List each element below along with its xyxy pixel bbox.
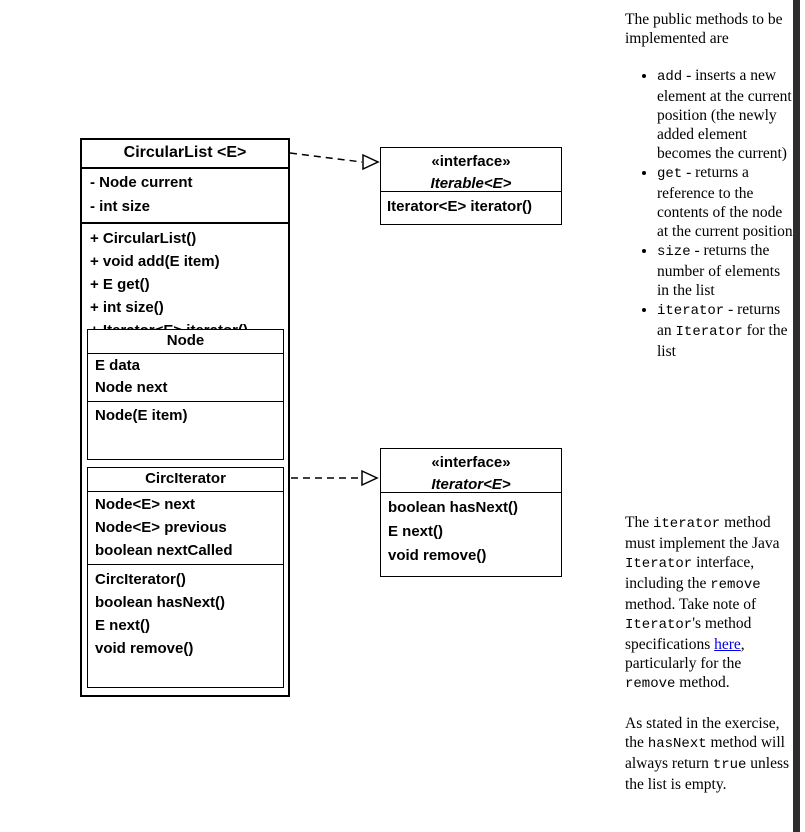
text-run: method will always return <box>625 734 785 772</box>
uml-member: Node(E item) <box>95 407 188 424</box>
uml-member: Node<E> next <box>95 496 196 513</box>
iterator-header: «interface» Iterator<E> <box>381 449 561 493</box>
code-term: Iterator <box>625 556 693 572</box>
code-term: true <box>712 757 747 773</box>
arrow-circiterator-to-iterator <box>291 469 379 487</box>
text-run: interface, including the <box>625 554 755 592</box>
iterable-stereotype: «interface» <box>431 153 511 170</box>
node-methods: Node(E item) <box>88 402 283 427</box>
text-run: As stated in the exercise, the <box>625 715 780 751</box>
text-run: - returns a reference to the contents of… <box>657 164 793 240</box>
uml-member: + void add(E item) <box>90 253 220 270</box>
text-run: , particularly for the <box>625 636 745 672</box>
circularlist-methods: + CircularList() + void add(E item) + E ge… <box>82 224 288 342</box>
uml-member: Node<E> previous <box>95 519 227 536</box>
interface-box-iterator: «interface» Iterator<E> boolean hasNext(… <box>380 448 562 577</box>
uml-member: + E get() <box>90 276 150 293</box>
class-title-circularlist: CircularList <E> <box>82 140 288 169</box>
uml-member: - Node current <box>90 174 193 191</box>
text-run: method must implement the Java <box>625 514 780 552</box>
uml-member: E data <box>95 357 141 374</box>
circiterator-methods: CircIterator() boolean hasNext() E next() v… <box>88 565 283 660</box>
code-term: hasNext <box>647 736 707 752</box>
uml-member: boolean hasNext() <box>388 499 519 516</box>
iterator-name: Iterator<E> <box>431 476 511 493</box>
code-term: Iterator <box>625 617 693 633</box>
uml-member: void remove() <box>95 640 194 657</box>
uml-member: E next() <box>388 523 444 540</box>
iterable-methods: Iterator<E> iterator() <box>381 192 561 219</box>
text-run: unless the list is empty. <box>625 755 790 793</box>
code-term: add <box>657 69 683 85</box>
class-title-circiterator: CircIterator <box>88 468 283 492</box>
code-term: size <box>657 244 691 260</box>
method-bullet-list: add - inserts a new element at the curre… <box>625 66 795 361</box>
code-term: remove <box>625 676 676 692</box>
code-term: iterator <box>652 516 721 532</box>
bullet-size: size - returns the number of elements in… <box>657 241 795 300</box>
uml-member: Iterator<E> iterator() <box>387 198 533 215</box>
uml-member: boolean hasNext() <box>95 594 226 611</box>
text-run: - inserts a new element at the current p… <box>657 67 792 162</box>
circularlist-fields: - Node current - int size <box>82 169 288 224</box>
uml-member: + CircularList() <box>90 230 197 247</box>
uml-member: E next() <box>95 617 151 634</box>
bullet-add: add - inserts a new element at the curre… <box>657 66 795 163</box>
iterator-methods: boolean hasNext() E next() void remove() <box>381 493 561 568</box>
uml-member: CircIterator() <box>95 571 186 588</box>
uml-member: - int size <box>90 198 151 215</box>
hasnext-paragraph: As stated in the exercise, the hasNext m… <box>625 714 795 794</box>
text-run: for the list <box>657 322 788 360</box>
code-term: get <box>657 166 683 182</box>
iterable-header: «interface» Iterable<E> <box>381 148 561 192</box>
text-run: method. Take note of <box>625 596 757 613</box>
text-run: - returns the number of elements in the … <box>657 242 781 299</box>
sidebar-intro-block: The public methods to be implemented are… <box>625 10 795 361</box>
iterator-stereotype: «interface» <box>431 454 511 471</box>
text-run: - returns an <box>657 301 781 339</box>
intro-paragraph: The public methods to be implemented are <box>625 11 783 47</box>
code-term: remove <box>710 577 761 593</box>
uml-member: Node next <box>95 379 168 396</box>
sidebar-text: The public methods to be implemented are… <box>625 0 795 832</box>
bullet-get: get - returns a reference to the content… <box>657 163 795 241</box>
iterator-paragraph: The iterator method must implement the J… <box>625 513 795 694</box>
iterable-name: Iterable<E> <box>430 175 512 192</box>
arrow-circularlist-to-iterable <box>289 152 380 171</box>
uml-member: boolean nextCalled <box>95 542 233 559</box>
text-run: The <box>625 514 653 531</box>
code-term: Iterator <box>675 324 743 340</box>
here-link[interactable]: here <box>714 636 741 653</box>
text-run: method. <box>675 674 730 691</box>
code-term: iterator <box>657 303 725 319</box>
uml-member: void remove() <box>388 547 487 564</box>
bullet-iterator: iterator - returns an Iterator for the l… <box>657 300 795 361</box>
interface-box-iterable: «interface» Iterable<E> Iterator<E> iter… <box>380 147 562 225</box>
class-title-node: Node <box>88 330 283 354</box>
uml-member: + int size() <box>90 299 164 316</box>
frame-border-bar[interactable] <box>793 0 800 832</box>
text-run: 's method specifications <box>625 615 752 653</box>
